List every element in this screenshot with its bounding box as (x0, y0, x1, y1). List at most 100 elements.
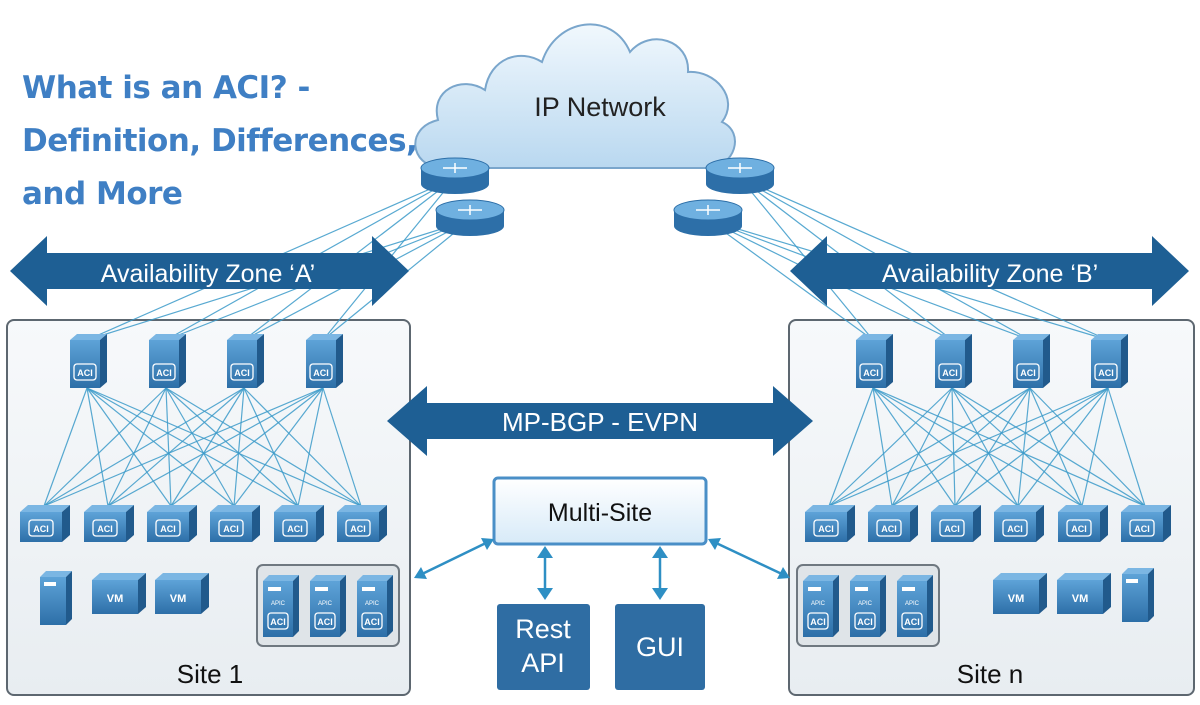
spine-leaf-link (1017, 387, 1031, 507)
spine-switch-site-1-2: ACI (149, 334, 186, 388)
availability-zone-a-label: Availability Zone ‘A’ (101, 260, 315, 288)
spine-leaf-link (322, 387, 362, 507)
spine-leaf-link (86, 387, 235, 507)
spine-leaf-link (951, 387, 956, 507)
spine-leaf-link (43, 387, 245, 507)
leaf-switch-site-n-6: ACI (1121, 505, 1171, 542)
aci-badge-label: ACI (818, 524, 834, 534)
ip-network-label: IP Network (534, 92, 666, 122)
router-right-upper (705, 157, 775, 194)
aci-badge-label: ACI (350, 524, 366, 534)
headline-line-2: Definition, Differences, (22, 123, 418, 159)
spine-leaf-link (828, 387, 953, 507)
leaf-switch-site-n-5: ACI (1058, 505, 1108, 542)
leaf-switch-site-1-4: ACI (210, 505, 260, 542)
apic-label: APIC (858, 601, 873, 607)
aci-badge-label: ACI (881, 524, 897, 534)
apic-site-n-1: APIC ACI (803, 575, 839, 637)
connector-arrowheads (414, 538, 790, 600)
aci-badge-label: ACI (1134, 524, 1150, 534)
availability-zone-b-label: Availability Zone ‘B’ (882, 260, 1098, 288)
headline-line-3: and More (22, 176, 183, 212)
gui-box: GUI (615, 604, 705, 690)
apic-site-n-2: APIC ACI (850, 575, 886, 637)
ip-network-cloud: IP Network (414, 23, 736, 169)
spine-leaf-link (951, 387, 1083, 507)
aci-badge-label: ACI (313, 368, 329, 378)
aci-badge-label: ACI (1007, 524, 1023, 534)
availability-zone-a-arrow: Availability Zone ‘A’ (10, 236, 409, 306)
aci-badge-label: ACI (857, 617, 873, 627)
spine-leaf-link (1029, 387, 1146, 507)
apic-label: APIC (271, 601, 286, 607)
spine-leaf-link (828, 387, 1031, 507)
vm-site-n-b: VM (1057, 573, 1111, 614)
spine-leaf-link (872, 387, 1146, 507)
leaf-switch-site-n-2: ACI (868, 505, 918, 542)
apic-label: APIC (318, 601, 333, 607)
rest-api-line2: API (521, 648, 565, 678)
spine-leaf-link (891, 387, 1109, 507)
spine-switch-site-n-1: ACI (856, 334, 893, 388)
aci-badge-label: ACI (1020, 368, 1036, 378)
spine-leaf-link (872, 387, 1083, 507)
spine-switch-site-n-4: ACI (1091, 334, 1128, 388)
aci-badge-label: ACI (1098, 368, 1114, 378)
server-site-1 (40, 571, 72, 625)
spine-leaf-link (170, 387, 245, 507)
aci-badge-label: ACI (810, 617, 826, 627)
spine-leaf-link (1029, 387, 1083, 507)
spine-switch-site-1-4: ACI (306, 334, 343, 388)
spine-leaf-link (86, 387, 172, 507)
spine-switch-site-1-1: ACI (70, 334, 107, 388)
spine-leaf-link (951, 387, 1019, 507)
spine-leaf-link (233, 387, 324, 507)
spine-leaf-link (1017, 387, 1109, 507)
router-right-lower (673, 199, 743, 236)
router-spine-link (707, 219, 874, 341)
aci-badge-label: ACI (364, 617, 380, 627)
aci-badge-label: ACI (234, 368, 250, 378)
apic-label: APIC (905, 601, 920, 607)
apic-site-1-3: APIC ACI (357, 575, 393, 637)
vm-site-1-a: VM (92, 573, 146, 614)
leaf-switch-site-1-1: ACI (20, 505, 70, 542)
leaf-switch-site-n-1: ACI (805, 505, 855, 542)
aci-badge-label: ACI (270, 617, 286, 627)
availability-zone-b-arrow: Availability Zone ‘B’ (790, 236, 1189, 306)
spine-leaf-link (170, 387, 324, 507)
spine-leaf-link (107, 387, 167, 507)
site-1-label: Site 1 (177, 659, 244, 689)
leaf-switch-site-n-3: ACI (931, 505, 981, 542)
vm-site-n-a: VM (993, 573, 1047, 614)
multi-site-connectors (419, 540, 785, 594)
spine-leaf-link (233, 387, 245, 507)
vm-label: VM (1008, 593, 1025, 605)
aci-badge-label: ACI (97, 524, 113, 534)
vm-label: VM (107, 593, 124, 605)
apic-label: APIC (365, 601, 380, 607)
router-left-upper (420, 157, 490, 194)
vm-label: VM (1072, 593, 1089, 605)
apic-label: APIC (811, 601, 826, 607)
multi-site-label: Multi-Site (548, 499, 652, 527)
router-group (420, 157, 775, 236)
headline: What is an ACI? - Definition, Difference… (22, 62, 418, 221)
spine-leaf-link (872, 387, 893, 507)
aci-badge-label: ACI (944, 524, 960, 534)
device-group: ACI ACI ACI ACI ACI ACI ACI ACI ACI ACI ACI ACI ACI A… (20, 334, 1171, 637)
spine-leaf-link (243, 387, 362, 507)
server-site-n (1122, 568, 1154, 622)
site-n-label: Site n (957, 659, 1024, 689)
spine-leaf-link (43, 387, 324, 507)
spine-leaf-link (1107, 387, 1146, 507)
aci-badge-label: ACI (1071, 524, 1087, 534)
leaf-switch-site-1-2: ACI (84, 505, 134, 542)
mp-bgp-evpn-label: MP-BGP - EVPN (502, 407, 698, 437)
aci-badge-label: ACI (156, 368, 172, 378)
spine-leaf-link (828, 387, 874, 507)
vm-site-1-b: VM (155, 573, 209, 614)
apic-site-1-1: APIC ACI (263, 575, 299, 637)
spine-leaf-link (891, 387, 1031, 507)
